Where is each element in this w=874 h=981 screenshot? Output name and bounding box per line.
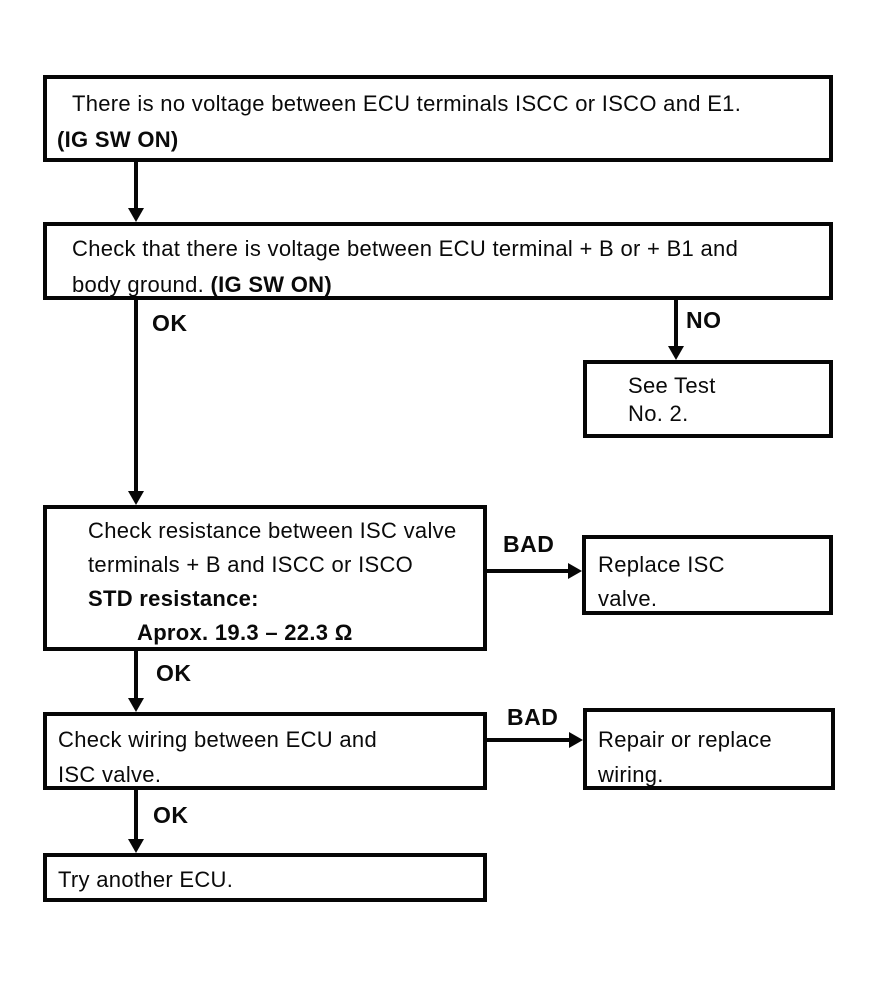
arrow-down-icon bbox=[128, 698, 144, 712]
connector-voltage-to-resistance bbox=[134, 300, 138, 492]
connector-wiring-to-tryecu bbox=[134, 790, 138, 840]
box-text-line: wiring. bbox=[598, 762, 664, 787]
box-text-line: body ground. (IG SW ON) bbox=[72, 267, 821, 297]
arrow-down-icon bbox=[128, 208, 144, 222]
box-text-line: (IG SW ON) bbox=[57, 127, 179, 152]
check-wiring-box: Check wiring between ECU and ISC valve. bbox=[43, 712, 487, 790]
replace-valve-box: Replace ISC valve. bbox=[582, 535, 833, 615]
repair-wiring-box: Repair or replace wiring. bbox=[583, 708, 835, 790]
ok-label-after-resistance: OK bbox=[156, 660, 192, 686]
arrow-down-icon bbox=[128, 491, 144, 505]
arrow-down-icon bbox=[668, 346, 684, 360]
connector-voltage-to-seetest bbox=[674, 300, 678, 347]
see-test-box: See Test No. 2. bbox=[583, 360, 833, 438]
box-text-line: Repair or replace bbox=[598, 727, 772, 752]
arrow-right-icon bbox=[569, 732, 583, 748]
connector-resistance-to-wiring bbox=[134, 651, 138, 699]
box-text-line: Check that there is voltage between ECU … bbox=[72, 236, 739, 261]
connector-wiring-to-repair bbox=[487, 738, 571, 742]
connector-resistance-to-replace bbox=[487, 569, 570, 573]
check-resistance-box: Check resistance between ISC valve termi… bbox=[43, 505, 487, 651]
arrow-right-icon bbox=[568, 563, 582, 579]
ok-label-after-voltage: OK bbox=[152, 310, 188, 336]
box-text-line: There is no voltage between ECU terminal… bbox=[72, 91, 742, 116]
box-text-line: ISC valve. bbox=[58, 762, 162, 787]
box-text-line: See Test bbox=[628, 373, 716, 398]
box-text-line: Check resistance between ISC valve bbox=[88, 518, 457, 543]
box-text-line: valve. bbox=[598, 586, 658, 611]
connector-start-to-voltage bbox=[134, 162, 138, 210]
box-text-line: Try another ECU. bbox=[58, 867, 234, 892]
arrow-down-icon bbox=[128, 839, 144, 853]
box-text-line: Check wiring between ECU and bbox=[58, 727, 377, 752]
bad-label-after-wiring: BAD bbox=[507, 704, 559, 730]
box-text-line: Replace ISC bbox=[598, 552, 725, 577]
box-text-segment: body ground. bbox=[72, 272, 211, 297]
box-text-line: STD resistance: bbox=[88, 586, 259, 611]
start-condition-box: There is no voltage between ECU terminal… bbox=[43, 75, 833, 162]
try-another-ecu-box: Try another ECU. bbox=[43, 853, 487, 902]
ok-label-after-wiring: OK bbox=[153, 802, 189, 828]
check-voltage-box: Check that there is voltage between ECU … bbox=[43, 222, 833, 300]
box-text-segment: (IG SW ON) bbox=[210, 272, 332, 297]
bad-label-after-resistance: BAD bbox=[503, 531, 555, 557]
no-label-after-voltage: NO bbox=[686, 307, 722, 333]
box-text-line: Aprox. 19.3 – 22.3 Ω bbox=[137, 620, 353, 645]
box-text-line: terminals + B and ISCC or ISCO bbox=[88, 552, 414, 577]
box-text-line: No. 2. bbox=[628, 401, 689, 426]
